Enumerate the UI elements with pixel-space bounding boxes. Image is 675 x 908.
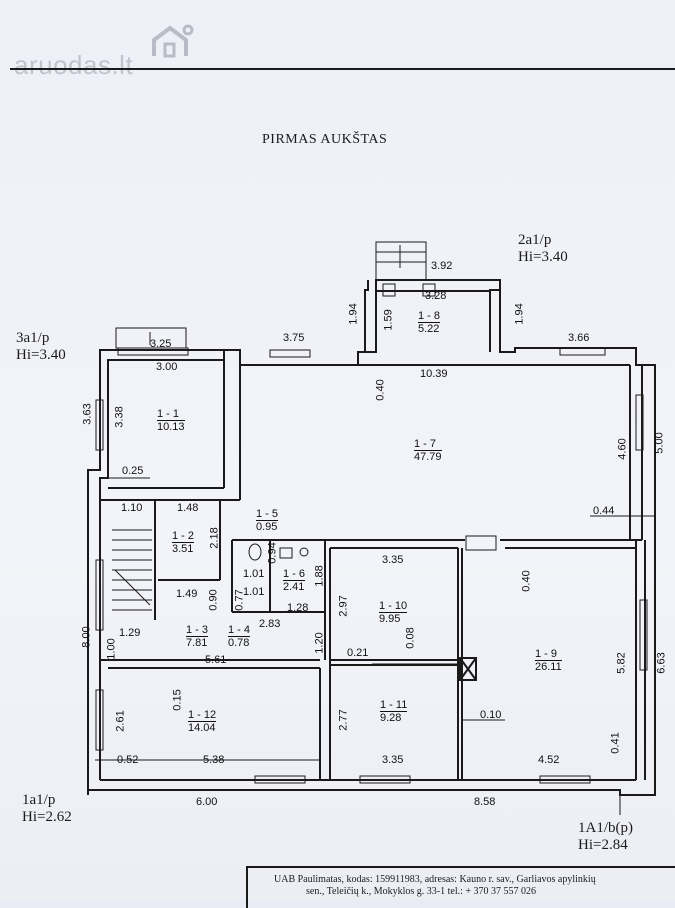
dim-label: 3.28 bbox=[425, 290, 447, 302]
dim-label: 6.00 bbox=[196, 796, 218, 808]
dim-label: 3.92 bbox=[431, 260, 453, 272]
dim-label-vertical: 0.08 bbox=[404, 627, 417, 649]
dim-label: 1.48 bbox=[177, 502, 199, 514]
dim-label-vertical: 0.94 bbox=[266, 542, 279, 564]
dim-label: 2.83 bbox=[259, 618, 281, 630]
dim-label: 3.75 bbox=[283, 332, 305, 344]
dim-label: 10.39 bbox=[420, 368, 448, 380]
dim-label: 8.58 bbox=[474, 796, 496, 808]
dim-label: 1.29 bbox=[119, 627, 141, 639]
dim-label: 1.01 bbox=[243, 586, 265, 598]
dim-label: 1.01 bbox=[243, 568, 265, 580]
dim-label: 3.35 bbox=[382, 554, 404, 566]
level-label-1A1bp: 1A1/b(p)Hi=2.84 bbox=[578, 820, 633, 853]
dim-label: 3.25 bbox=[150, 338, 172, 350]
dim-label-vertical: 2.61 bbox=[114, 710, 127, 732]
dim-label: 0.10 bbox=[480, 709, 502, 721]
dim-label-vertical: 2.97 bbox=[337, 595, 350, 617]
dim-label-vertical: 1.88 bbox=[313, 565, 326, 587]
title-block-text: UAB Paulimatas, kodas: 159911983, adresa… bbox=[274, 874, 596, 897]
dim-label-vertical: 6.63 bbox=[655, 652, 668, 674]
dim-label: 0.21 bbox=[347, 647, 369, 659]
dim-label: 3.66 bbox=[568, 332, 590, 344]
dim-label: 4.52 bbox=[538, 754, 560, 766]
dim-label-vertical: 0.90 bbox=[207, 589, 220, 611]
dim-label-vertical: 2.18 bbox=[208, 527, 221, 549]
dim-label: 0.25 bbox=[122, 465, 144, 477]
dim-label-vertical: 5.82 bbox=[615, 652, 628, 674]
dim-label: 5.38 bbox=[203, 754, 225, 766]
dim-label: 5.61 bbox=[205, 654, 227, 666]
house-logo-icon bbox=[152, 24, 194, 58]
dim-label-vertical: 0.15 bbox=[171, 689, 184, 711]
dim-label: 0.44 bbox=[593, 505, 615, 517]
dim-label-vertical: 3.63 bbox=[81, 403, 94, 425]
dim-label-vertical: 0.41 bbox=[609, 732, 622, 754]
dim-label-vertical: 0.77 bbox=[233, 589, 246, 611]
dim-label-vertical: 2.77 bbox=[337, 709, 350, 731]
dim-label-vertical: 1.94 bbox=[513, 303, 526, 325]
dim-label-vertical: 8.00 bbox=[80, 626, 93, 648]
dim-label-vertical: 1.00 bbox=[105, 638, 118, 660]
watermark: aruodas.lt bbox=[14, 50, 134, 80]
dim-label: 1.10 bbox=[121, 502, 143, 514]
dim-label-vertical: 3.38 bbox=[113, 406, 126, 428]
dim-label-vertical: 5.00 bbox=[653, 432, 666, 454]
dim-label-vertical: 1.94 bbox=[347, 303, 360, 325]
dim-label-vertical: 0.40 bbox=[374, 379, 387, 401]
dim-label: 1.28 bbox=[287, 602, 309, 614]
dim-label-vertical: 1.20 bbox=[313, 632, 326, 654]
dim-label-vertical: 0.40 bbox=[520, 570, 533, 592]
dim-label: 0.52 bbox=[117, 754, 139, 766]
dim-label: 3.35 bbox=[382, 754, 404, 766]
page-title: PIRMAS AUKŠTAS bbox=[262, 132, 388, 147]
dim-label-vertical: 1.59 bbox=[382, 309, 395, 331]
dim-label-vertical: 4.60 bbox=[616, 438, 629, 460]
dim-label: 3.00 bbox=[156, 361, 178, 373]
title-block bbox=[246, 866, 675, 908]
dim-label: 1.49 bbox=[176, 588, 198, 600]
sheet-frame-top bbox=[10, 68, 675, 70]
